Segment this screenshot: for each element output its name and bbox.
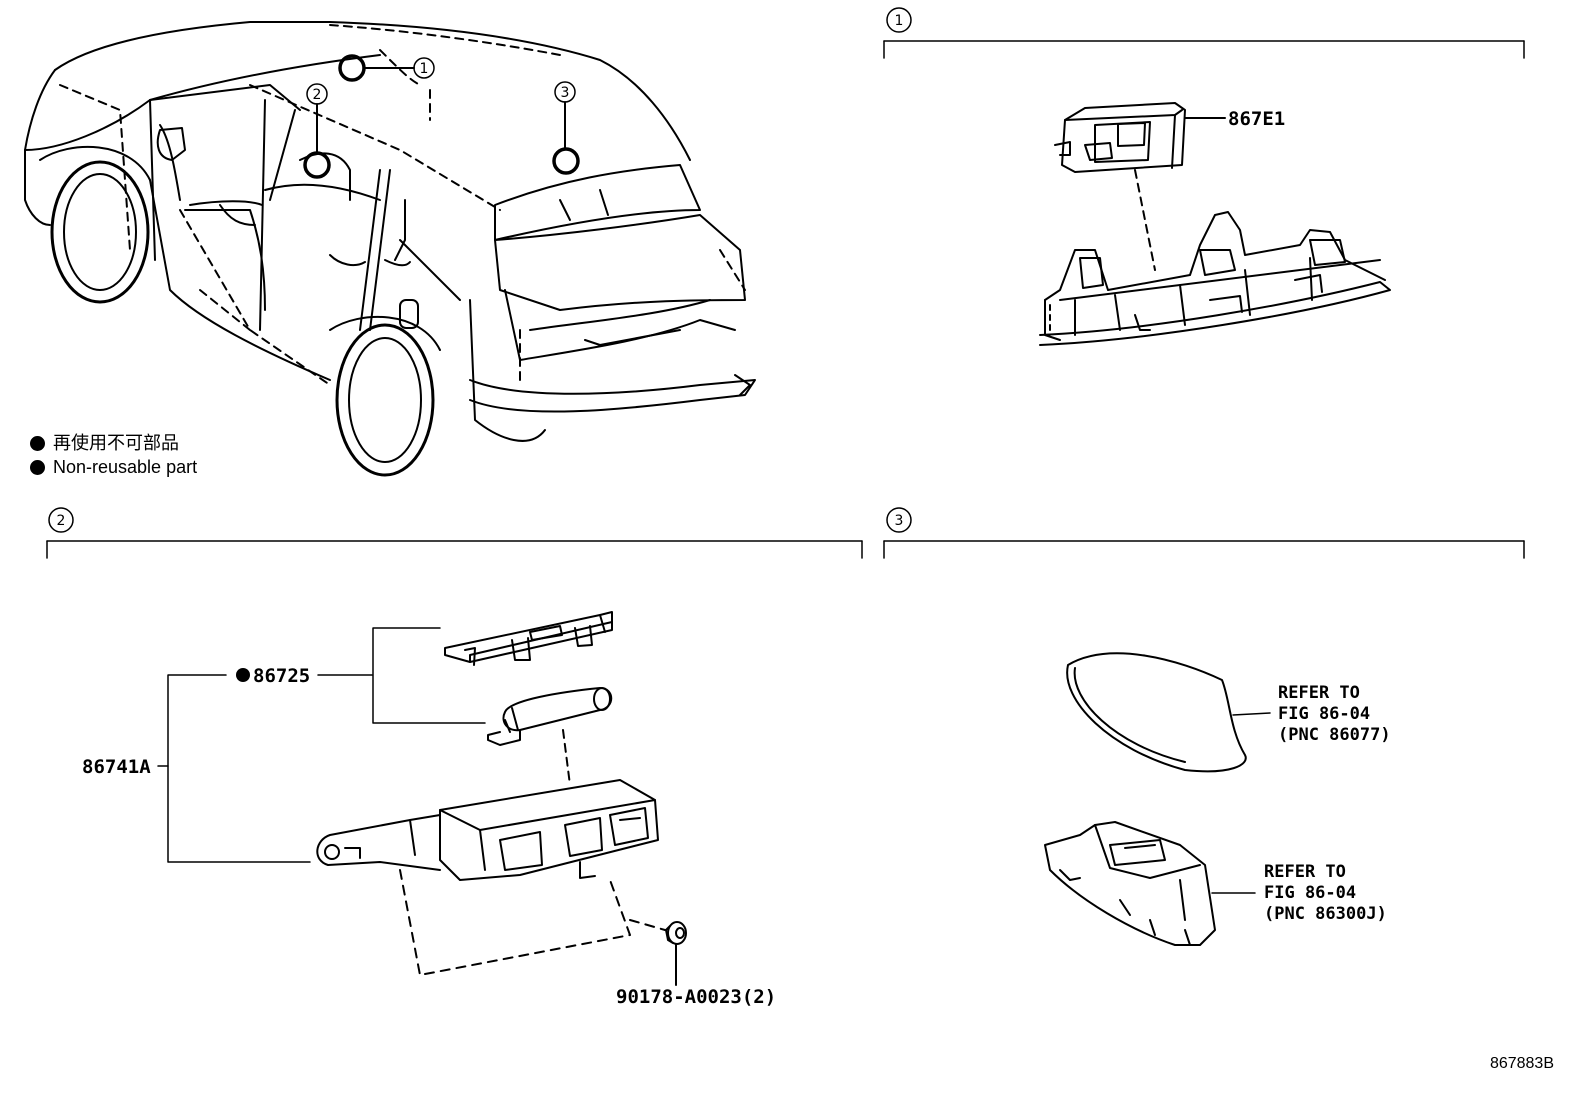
section-2-header [46, 507, 863, 559]
non-reusable-dot-icon [30, 436, 45, 451]
legend-label-jp: 再使用不可部品 [53, 433, 179, 453]
antenna-cover-drawing [1066, 652, 1271, 773]
legend-item-jp: 再使用不可部品 [30, 431, 197, 455]
section-1-header [883, 7, 1525, 59]
callout-1-number: 1 [420, 61, 429, 77]
callout-2 [303, 83, 331, 179]
legend: 再使用不可部品 Non-reusable part [30, 431, 197, 479]
legend-label-en: Non-reusable part [53, 457, 198, 477]
part-number-86725: 86725 [253, 665, 310, 687]
vehicle-illustration [24, 21, 756, 477]
section-1-number: 1 [895, 13, 904, 29]
section-3-number: 3 [895, 513, 904, 529]
refer-note-1-line-1: REFER TO [1278, 683, 1360, 703]
section-3-header [883, 507, 1525, 559]
diagram-id: 867883B [1489, 1055, 1554, 1072]
part-number-86741A: 86741A [82, 756, 151, 778]
overhead-console-drawing [1039, 211, 1391, 346]
part-number-867E1: 867E1 [1228, 108, 1285, 130]
module-86741A-drawing [316, 779, 666, 976]
refer-note-1: REFER TO FIG 86-04 (PNC 86077) [1278, 683, 1391, 745]
callout-3 [552, 81, 580, 175]
antenna-base-drawing [1044, 821, 1256, 946]
legend-item-en: Non-reusable part [30, 455, 197, 479]
non-reusable-dot [236, 668, 250, 682]
refer-note-2-line-2: FIG 86-04 [1264, 883, 1356, 903]
refer-note-1-line-2: FIG 86-04 [1278, 704, 1370, 724]
non-reusable-dot-icon [30, 460, 45, 475]
leaders-section-2 [157, 627, 486, 863]
refer-note-2-line-1: REFER TO [1264, 862, 1346, 882]
refer-note-2-line-3: (PNC 86300J) [1264, 904, 1387, 924]
callout-3-number: 3 [561, 85, 570, 101]
callout-1 [338, 54, 435, 82]
nut-90178-drawing [665, 921, 687, 986]
refer-note-1-line-3: (PNC 86077) [1278, 725, 1391, 745]
bracket-86725-drawing [444, 611, 613, 666]
part-number-90178-A0023: 90178-A0023(2) [616, 986, 776, 1008]
part-867E1-drawing [1054, 102, 1226, 271]
battery-86725-drawing [487, 687, 613, 786]
refer-note-2: REFER TO FIG 86-04 (PNC 86300J) [1264, 862, 1387, 924]
callout-2-number: 2 [313, 87, 322, 103]
section-2-number: 2 [57, 513, 66, 529]
